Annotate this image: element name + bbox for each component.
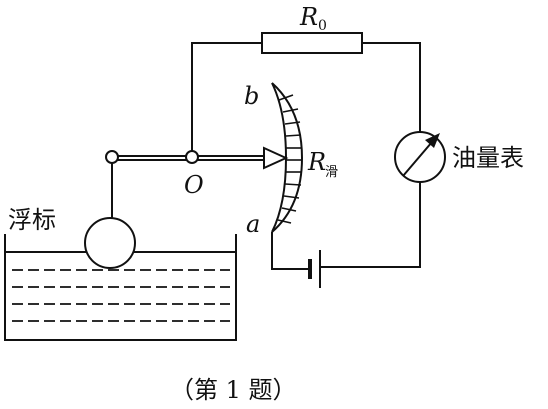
r0-label: R	[299, 3, 318, 31]
slider-arrowhead	[263, 146, 289, 170]
meter-needle	[402, 141, 433, 177]
meter-label: 油量表	[452, 144, 524, 172]
terminal-a-label: a	[246, 210, 260, 238]
rslide-label: R	[307, 148, 326, 176]
lever-left-joint	[105, 150, 119, 164]
rheostat-outer-arc	[271, 82, 304, 233]
pivot-o-label: O	[184, 171, 204, 199]
top-wire	[191, 42, 262, 156]
meter-needle-arrowhead	[425, 133, 440, 148]
r0-resistor	[261, 32, 363, 54]
right-top-wire	[362, 42, 421, 132]
r0-subscript: 0	[318, 18, 327, 34]
float	[84, 217, 136, 269]
float-label: 浮标	[8, 206, 56, 234]
rheostat-winding-ticks	[277, 94, 302, 224]
figure-caption: （第 1 题）	[170, 376, 297, 404]
oil-tank	[4, 234, 237, 341]
rslide-subscript: 滑	[325, 165, 338, 180]
terminal-b-label: b	[244, 82, 259, 110]
pivot-o	[185, 150, 199, 164]
right-bottom-wire	[330, 182, 421, 268]
oil-dashes	[12, 269, 230, 322]
bottom-left-wire	[271, 232, 310, 270]
